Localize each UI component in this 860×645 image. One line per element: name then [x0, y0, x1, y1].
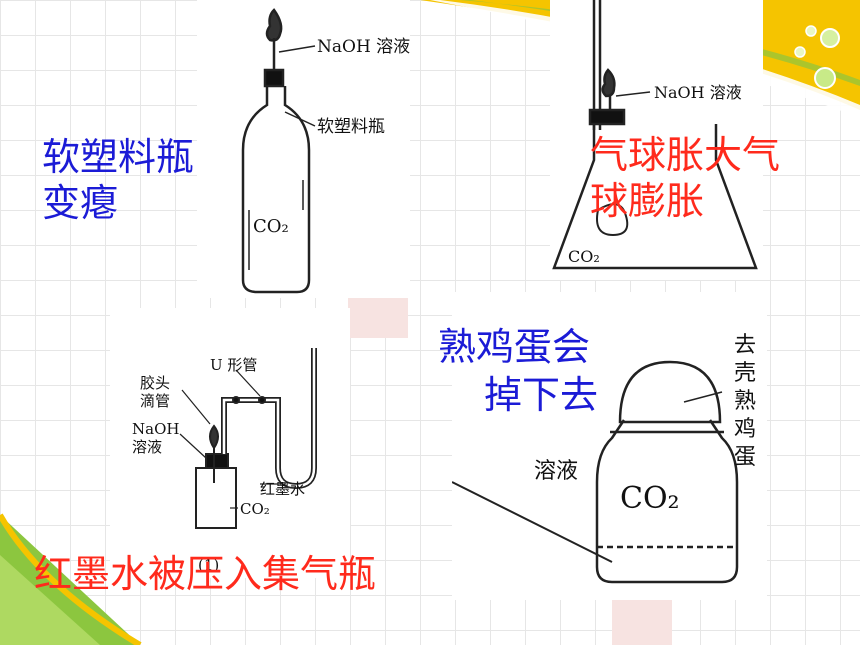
label-soft-bottle: 软塑料瓶	[317, 117, 385, 137]
label-dropper-2: 滴管	[140, 392, 170, 410]
caption-egg-line1: 熟鸡蛋会	[438, 325, 591, 369]
diagram-egg-bottle: 溶液 CO₂ 去 壳 熟 鸡 蛋	[451, 292, 767, 600]
u-tube-illustration: U 形管 胶头 滴管 NaOH 溶液 红墨水 CO₂ (1)	[132, 348, 317, 574]
diagram-soft-bottle: NaOH 溶液 软塑料瓶 CO₂	[197, 0, 410, 298]
caption-soft-bottle-line1: 软塑料瓶	[42, 135, 195, 179]
label-co2: CO₂	[568, 247, 600, 266]
label-solution: 溶液	[534, 459, 578, 484]
label-egg-1: 去	[734, 333, 756, 358]
egg-bottle-illustration: 溶液 CO₂ 去 壳 熟 鸡 蛋	[451, 333, 756, 584]
label-co2: CO₂	[253, 216, 289, 237]
label-co2: CO₂	[620, 481, 680, 516]
label-dropper-1: 胶头	[140, 374, 170, 392]
diagram-u-tube: U 形管 胶头 滴管 NaOH 溶液 红墨水 CO₂ (1)	[110, 308, 350, 578]
balloon-flask-illustration: NaOH 溶液 CO₂	[552, 0, 758, 270]
label-egg-2: 壳	[734, 361, 756, 386]
label-egg-4: 鸡	[734, 417, 756, 442]
caption-egg-line2: 掉下去	[484, 373, 599, 417]
bottom-left-decoration	[0, 513, 142, 645]
caption-balloon-line1: 气球胀大气	[590, 133, 781, 177]
diagram-balloon-flask: NaOH 溶液 CO₂	[550, 0, 763, 280]
label-naoh-1: NaOH	[132, 420, 179, 438]
label-red-ink: 红墨水	[260, 480, 305, 498]
label-naoh: NaOH 溶液	[654, 83, 742, 102]
label-naoh: NaOH 溶液	[317, 37, 410, 57]
caption-balloon-line2: 球膨胀	[590, 179, 705, 223]
label-naoh-2: 溶液	[132, 438, 162, 456]
label-u-tube: U 形管	[210, 356, 257, 374]
caption-red-ink: 红墨水被压入集气瓶	[34, 552, 377, 596]
label-co2: CO₂	[240, 500, 270, 518]
label-figure-index: (1)	[198, 556, 219, 574]
label-egg-5: 蛋	[734, 445, 756, 470]
label-egg-3: 熟	[734, 389, 756, 414]
soft-bottle-illustration: NaOH 溶液 软塑料瓶 CO₂	[241, 8, 410, 294]
caption-soft-bottle-line2: 变瘪	[42, 181, 119, 225]
